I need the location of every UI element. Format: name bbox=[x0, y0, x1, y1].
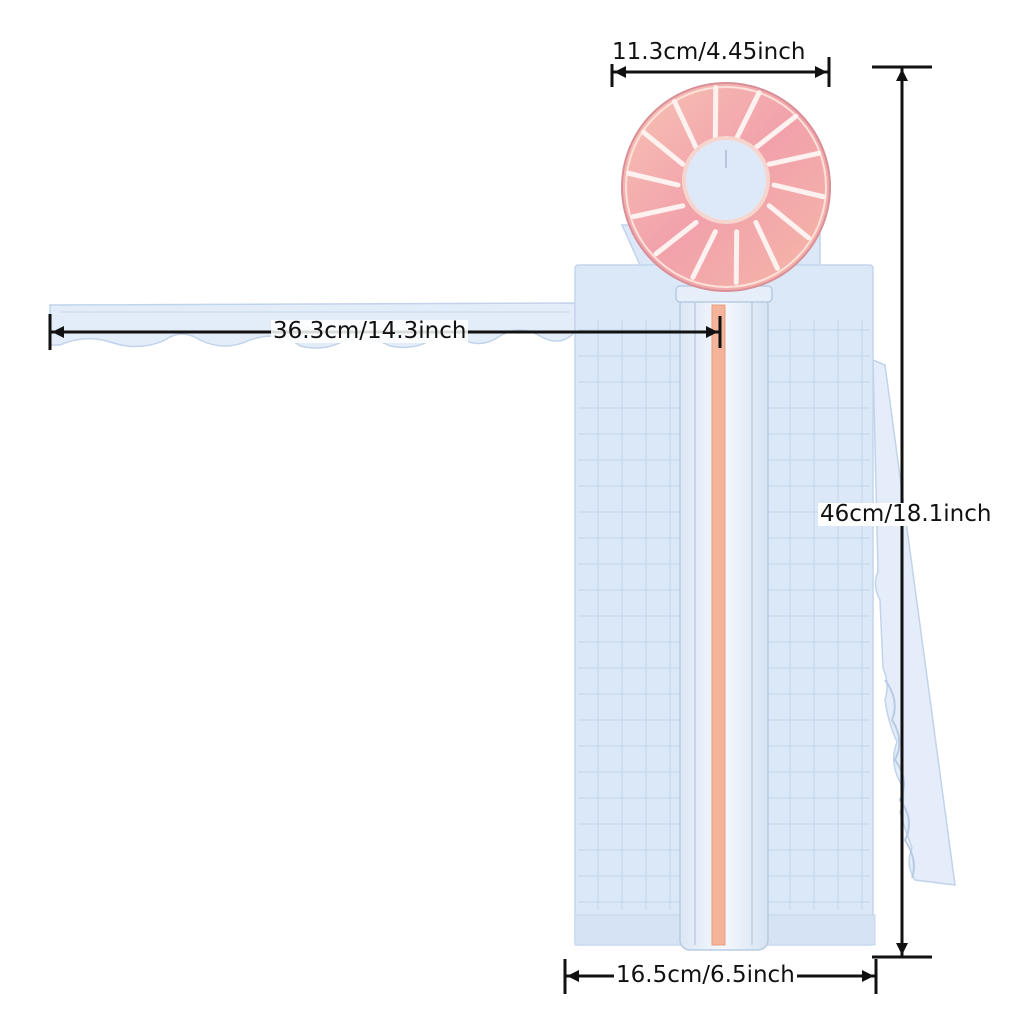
ruler-length-label: 36.3cm/14.3inch bbox=[271, 318, 469, 344]
top-width-label: 11.3cm/4.45inch bbox=[610, 39, 808, 65]
wheel-hub bbox=[682, 136, 770, 224]
rotary-blade-wheel bbox=[621, 82, 831, 292]
cutting-strip bbox=[711, 304, 726, 946]
dimension-top-width bbox=[610, 57, 831, 87]
side-ruler-scallop bbox=[884, 679, 915, 879]
base-width-label: 16.5cm/6.5inch bbox=[614, 962, 797, 988]
total-height-label: 46cm/18.1inch bbox=[818, 501, 994, 527]
side-ruler bbox=[872, 358, 956, 886]
